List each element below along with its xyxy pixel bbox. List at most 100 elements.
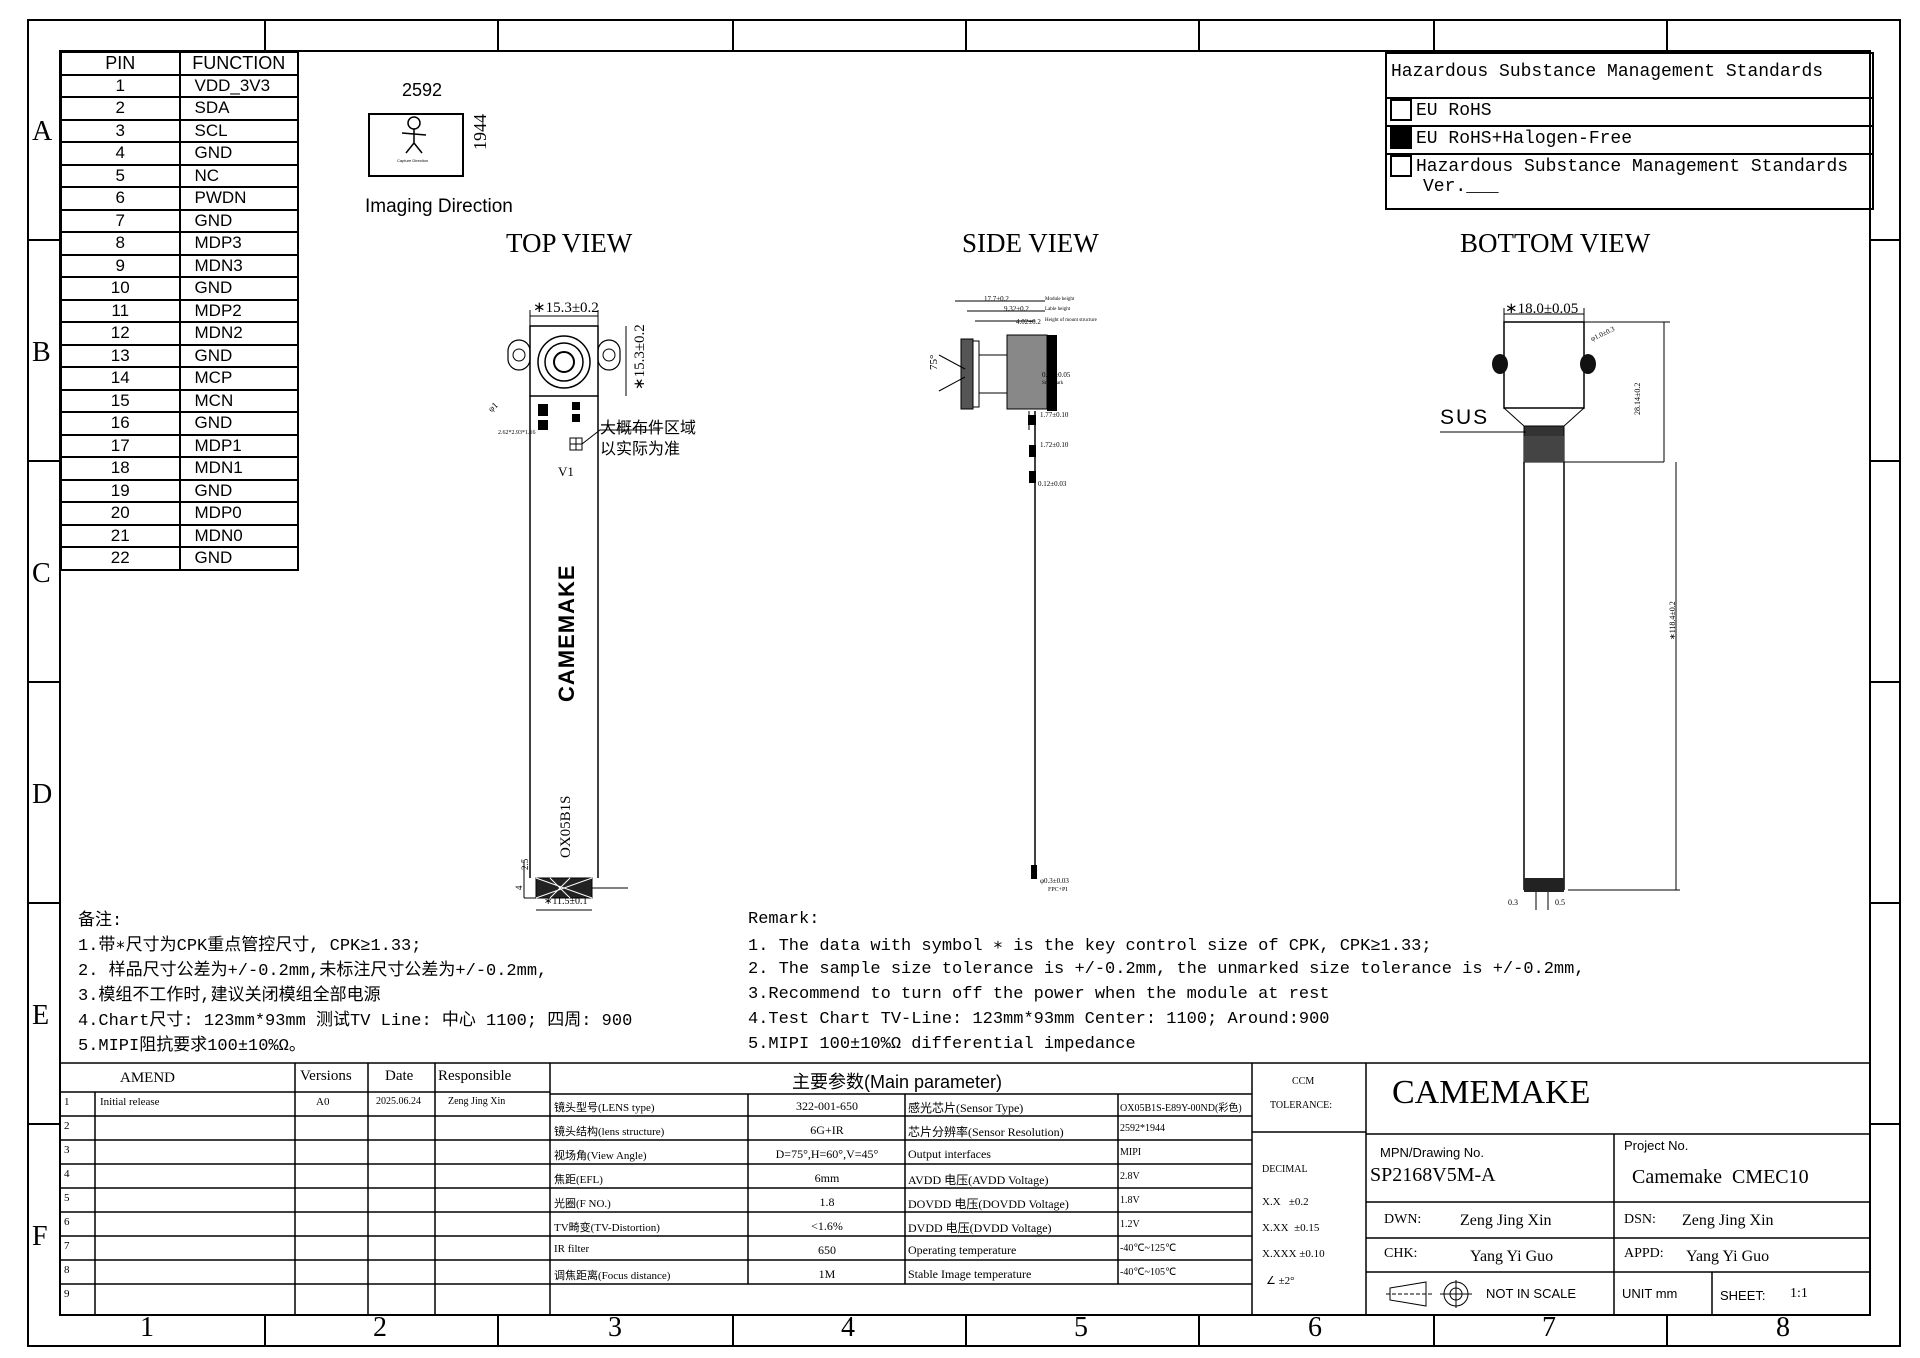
chk-label: CHK: [1384, 1246, 1418, 1261]
hazard-option-halogen-free: EU RoHS+Halogen-Free [1387, 125, 1872, 153]
column-label: 1 [140, 1312, 154, 1343]
param-name: DVDD 电压(DVDD Voltage) [908, 1221, 1052, 1235]
checkbox-icon[interactable] [1390, 99, 1412, 121]
dwn-label: DWN: [1384, 1212, 1422, 1227]
pin-function: MDN1 [178, 456, 299, 481]
sheet-label: SHEET: [1720, 1288, 1766, 1303]
top-view-title: TOP VIEW [506, 228, 633, 258]
sus-leader-line [1440, 431, 1526, 433]
pin-header: PIN [60, 51, 181, 76]
mpn-value: SP2168V5M-A [1370, 1164, 1496, 1186]
bottom-view-sus-label: SUS [1440, 406, 1490, 429]
amend-version: A0 [316, 1096, 330, 1108]
param-value: 6mm [814, 1171, 840, 1185]
amend-header: AMEND [120, 1070, 175, 1086]
dwn-value: Zeng Jing Xin [1460, 1212, 1552, 1229]
amend-row-number: 8 [64, 1264, 70, 1276]
pin-table-header: PIN FUNCTION [60, 51, 299, 76]
pin-function: MDP2 [178, 298, 299, 323]
column-label: 8 [1776, 1312, 1790, 1343]
param-name: TV畸变(TV-Distortion) [554, 1222, 660, 1234]
pin-number: 17 [60, 433, 181, 458]
pin-function: VDD_3V3 [178, 73, 299, 98]
pin-function: MDN3 [178, 253, 299, 278]
param-value: 1.2V [1120, 1219, 1140, 1230]
imaging-frame [368, 113, 464, 177]
side-view-dim-3: 4.02±0.2 [1016, 318, 1041, 326]
hazard-title: Hazardous Substance Management Standards [1391, 62, 1824, 82]
pin-function: GND [178, 276, 299, 301]
hazard-option-eu-rohs: EU RoHS [1387, 97, 1872, 125]
pin-function: MDP1 [178, 433, 299, 458]
side-view-note-4: Strip mark [1042, 381, 1064, 386]
appd-value: Yang Yi Guo [1686, 1248, 1770, 1265]
checkbox-checked-icon[interactable] [1390, 127, 1412, 149]
top-view-small-note: 2.62*2.93*1.16 [498, 430, 536, 436]
date-header: Date [385, 1068, 414, 1084]
bottom-view-dim-05: 0.5 [1555, 898, 1565, 907]
pin-number: 2 [60, 96, 181, 121]
hazard-version: Ver.___ [1423, 177, 1499, 197]
tolerance-x2: X.XX ±0.15 [1262, 1222, 1320, 1234]
notes-cn-line: 4.Chart尺寸: 123mm*93mm 测试TV Line: 中心 1100… [78, 1012, 633, 1031]
pin-number: 15 [60, 388, 181, 413]
param-value: -40℃~125℃ [1120, 1243, 1177, 1254]
notes-cn-line: 5.MIPI阻抗要求100±10%Ω。 [78, 1037, 306, 1056]
column-label: 7 [1542, 1312, 1556, 1343]
side-view-title: SIDE VIEW [962, 228, 1099, 258]
notes-en-line: 2. The sample size tolerance is +/-0.2mm… [748, 960, 1585, 979]
notes-en-line: 5.MIPI 100±10%Ω differential impedance [748, 1035, 1136, 1054]
side-view-dim-6: 1.72±0.10 [1040, 441, 1069, 449]
amend-row-number: 2 [64, 1120, 70, 1132]
params-title: 主要参数(Main parameter) [792, 1072, 1003, 1092]
notes-en-title: Remark: [748, 910, 820, 929]
bottom-view-dim-width: ∗18.0±0.05 [1505, 301, 1579, 317]
pin-function: GND [178, 343, 299, 368]
stick-figure-icon [401, 116, 427, 154]
pin-number: 19 [60, 478, 181, 503]
pin-number: 12 [60, 321, 181, 346]
tolerance-label: TOLERANCE: [1270, 1100, 1333, 1111]
pin-function: GND [178, 411, 299, 436]
param-name: 光圈(F NO.) [554, 1198, 611, 1210]
pin-function: PWDN [178, 186, 299, 211]
amend-description: Initial release [100, 1096, 160, 1108]
param-name: 调焦距离(Focus distance) [554, 1270, 671, 1282]
amend-row-number: 6 [64, 1216, 70, 1228]
side-view-note-5: FPC+PI [1048, 887, 1068, 893]
pin-function: MCP [178, 366, 299, 391]
not-in-scale-label: NOT IN SCALE [1486, 1286, 1577, 1301]
param-value: D=75°,H=60°,V=45° [775, 1147, 879, 1161]
param-value: 1M [818, 1267, 836, 1281]
column-label: 5 [1074, 1312, 1088, 1343]
row-label: E [32, 1000, 50, 1031]
param-name: Stable Image temperature [908, 1267, 1032, 1281]
checkbox-icon[interactable] [1390, 155, 1412, 177]
pin-number: 13 [60, 343, 181, 368]
notes-cn-title: 备注: [78, 912, 123, 931]
param-name: 芯片分辨率(Sensor Resolution) [908, 1125, 1064, 1139]
bottom-view-drawing [1492, 308, 1680, 910]
notes-en-line: 1. The data with symbol ∗ is the key con… [748, 937, 1432, 956]
notes-cn-line: 2. 样品尺寸公差为+/-0.2mm,未标注尺寸公差为+/-0.2mm, [78, 962, 548, 981]
mpn-label: MPN/Drawing No. [1380, 1145, 1485, 1160]
notes-en-line: 4.Test Chart TV-Line: 123mm*93mm Center:… [748, 1010, 1330, 1029]
param-name: AVDD 电压(AVDD Voltage) [908, 1173, 1049, 1187]
responsible-header: Responsible [438, 1068, 512, 1084]
pin-function: GND [178, 141, 299, 166]
top-view-note-cn-1: 大概布件区域 [600, 420, 697, 437]
side-view-dim-2: 9.32±0.2 [1004, 305, 1029, 313]
pin-function: GND [178, 478, 299, 503]
amend-row-number: 4 [64, 1168, 70, 1180]
versions-header: Versions [300, 1068, 352, 1084]
notes-cn-line: 1.带∗尺寸为CPK重点管控尺寸, CPK≥1.33; [78, 937, 422, 956]
